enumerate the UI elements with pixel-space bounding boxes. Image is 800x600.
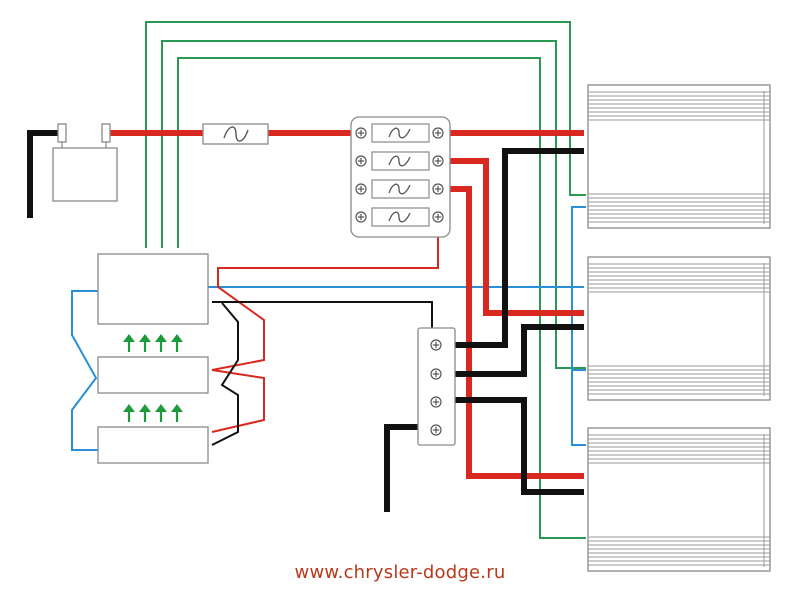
remote-wire-2 [161,40,586,369]
processor-1-box [97,356,209,394]
screw-icon [430,396,442,408]
amplifiers [587,84,771,572]
ground-block-main [384,424,420,512]
amplifier-2 [587,256,771,401]
up-arrow-icon [123,334,135,352]
screw-icon [432,183,444,195]
fuse-to-headunit-power [211,230,439,433]
processor-ground-wire [212,301,433,333]
amplifier-body [587,84,771,229]
screw-icon [355,155,367,167]
fuse-to-amp2-power [448,158,584,316]
up-arrow-icon [171,334,183,352]
ground-block-screws [430,339,442,436]
head-unit [97,253,209,325]
fuse-symbol-icon [388,127,411,139]
signal-processor-1 [97,356,209,394]
fuse-block-housing [350,116,451,238]
screw-icon [432,211,444,223]
amp2-ground [455,324,584,377]
up-arrow-icon [155,334,167,352]
processor-ground-zigzag [211,302,239,446]
amp1-ground [455,148,584,348]
ground-wires [27,130,584,512]
fuse-slot [355,151,444,171]
fuse-distribution-block [350,116,451,238]
screw-icon [355,183,367,195]
screw-icon [355,127,367,139]
signal-amp1-branch [571,206,586,287]
up-arrow-icon [123,404,135,422]
fuse-symbol-icon [388,183,411,195]
heatsink-fins [588,263,770,396]
remote-wire-3 [177,57,586,539]
battery [52,123,118,202]
signal-wires [71,206,586,451]
head-unit-box [97,253,209,325]
amplifier-body [587,256,771,401]
signal-processor-2 [97,426,209,464]
screw-icon [430,339,442,351]
remote-wires [145,21,586,539]
amplifier-1 [587,84,771,229]
up-arrow-icon [139,334,151,352]
screw-icon [430,424,442,436]
fuse-to-amp3-power [448,186,584,479]
signal-processor-loop [71,290,98,451]
inline-fuse [202,123,269,145]
site-url: www.chrysler-dodge.ru [294,562,506,583]
up-arrow-icon [155,404,167,422]
screw-icon [430,368,442,380]
up-arrow-icon [139,404,151,422]
battery-positive-terminal [101,123,111,143]
amplifier-body [587,427,771,572]
signal-amp3-branch [571,370,586,446]
fuse-slot [355,179,444,199]
signal-flow-arrows [123,334,183,422]
fuse-block-slots [355,123,444,227]
fuse-slot [355,207,444,227]
fuse-symbol-icon [388,211,411,223]
battery-negative-wire [27,130,64,218]
heatsink-fins [588,434,770,567]
ground-distribution-block [417,327,456,446]
fuse-slot [355,123,444,143]
processor-2-box [97,426,209,464]
amp3-ground [455,397,584,495]
fuse-symbol-icon [223,126,249,142]
fuse-symbol-icon [388,155,411,167]
heatsink-fins [588,91,770,224]
battery-body [52,147,118,202]
ground-block-housing [417,327,456,446]
screw-icon [355,211,367,223]
screw-icon [432,155,444,167]
up-arrow-icon [171,404,183,422]
screw-icon [432,127,444,139]
battery-negative-terminal [57,123,67,143]
amplifier-3 [587,427,771,572]
remote-wire-1 [145,21,586,248]
